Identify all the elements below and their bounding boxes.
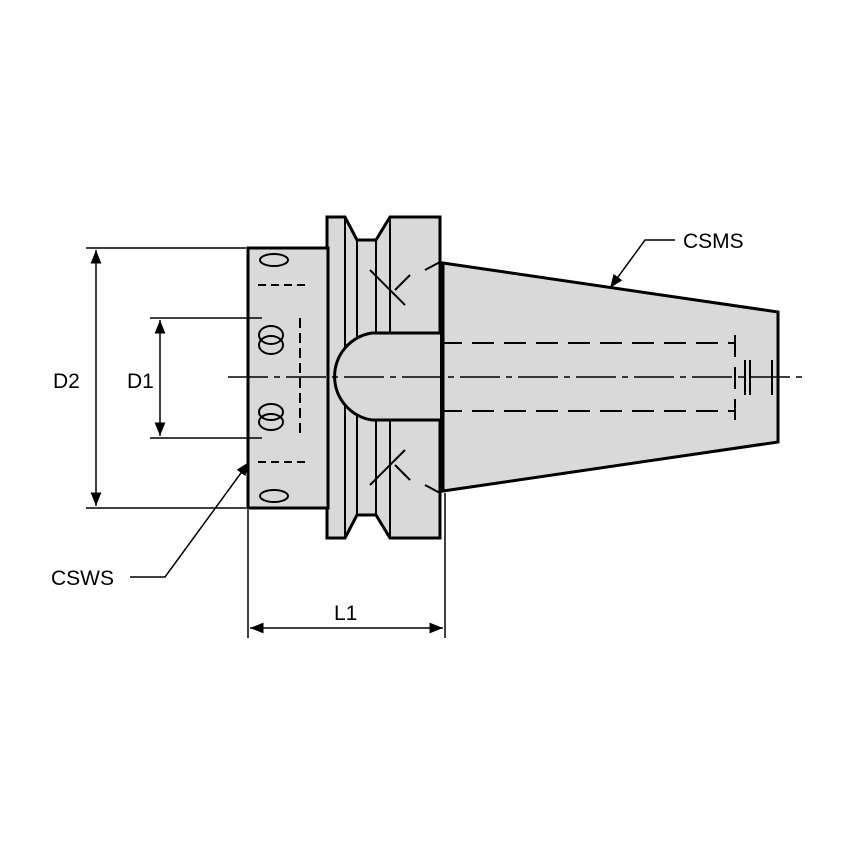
csws-leader (130, 461, 250, 578)
hidden-lines (440, 335, 736, 420)
l1-label: L1 (334, 602, 357, 625)
l1-dimension (247, 493, 446, 638)
d1-label: D1 (127, 370, 154, 393)
flange-details (344, 217, 441, 538)
csws-label: CSWS (51, 567, 114, 590)
csms-label: CSMS (683, 230, 744, 253)
d2-dimension (86, 247, 246, 509)
adapter-body (246, 246, 330, 510)
csms-leader (609, 239, 675, 289)
body-details (258, 253, 308, 503)
d2-label: D2 (53, 370, 80, 393)
d1-dimension (150, 317, 262, 439)
